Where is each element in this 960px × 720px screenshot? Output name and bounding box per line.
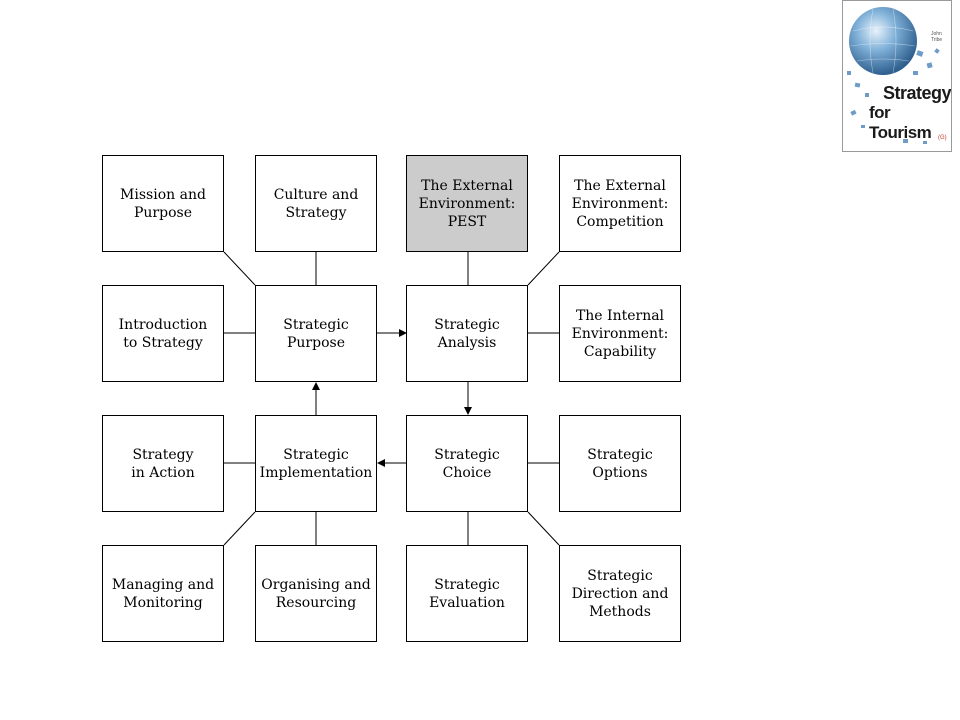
box-managing-and-monitoring: Managing and Monitoring: [102, 545, 224, 642]
book-cover-image: John Tribe Strategy for Tourism (G): [842, 0, 952, 152]
box-internal-environment-capability: The Internal Environment: Capability: [559, 285, 681, 382]
connector-mission-purpose: [223, 251, 256, 286]
cover-title-line2: for Tourism: [869, 103, 932, 142]
connector-direction-choice: [527, 511, 560, 546]
box-external-environment-competition: The External Environment: Competition: [559, 155, 681, 252]
box-strategic-implementation: Strategic Implementation: [255, 415, 377, 512]
box-strategic-choice: Strategic Choice: [406, 415, 528, 512]
cover-author: John Tribe: [931, 31, 943, 43]
box-mission-and-purpose: Mission and Purpose: [102, 155, 224, 252]
box-organising-and-resourcing: Organising and Resourcing: [255, 545, 377, 642]
box-culture-and-strategy: Culture and Strategy: [255, 155, 377, 252]
box-strategic-purpose: Strategic Purpose: [255, 285, 377, 382]
cover-title-line1: Strategy: [883, 83, 952, 103]
box-external-environment-pest: The External Environment: PEST: [406, 155, 528, 252]
connector-competition-analysis: [527, 251, 560, 286]
box-strategic-direction-and-methods: Strategic Direction and Methods: [559, 545, 681, 642]
box-strategic-evaluation: Strategic Evaluation: [406, 545, 528, 642]
connector-monitoring-implementation: [223, 511, 256, 546]
box-strategy-in-action: Strategy in Action: [102, 415, 224, 512]
box-strategic-options: Strategic Options: [559, 415, 681, 512]
box-strategic-analysis: Strategic Analysis: [406, 285, 528, 382]
globe-puzzle-illustration: [847, 7, 940, 144]
box-introduction-to-strategy: Introduction to Strategy: [102, 285, 224, 382]
cover-publisher-tag: (G): [938, 135, 947, 141]
